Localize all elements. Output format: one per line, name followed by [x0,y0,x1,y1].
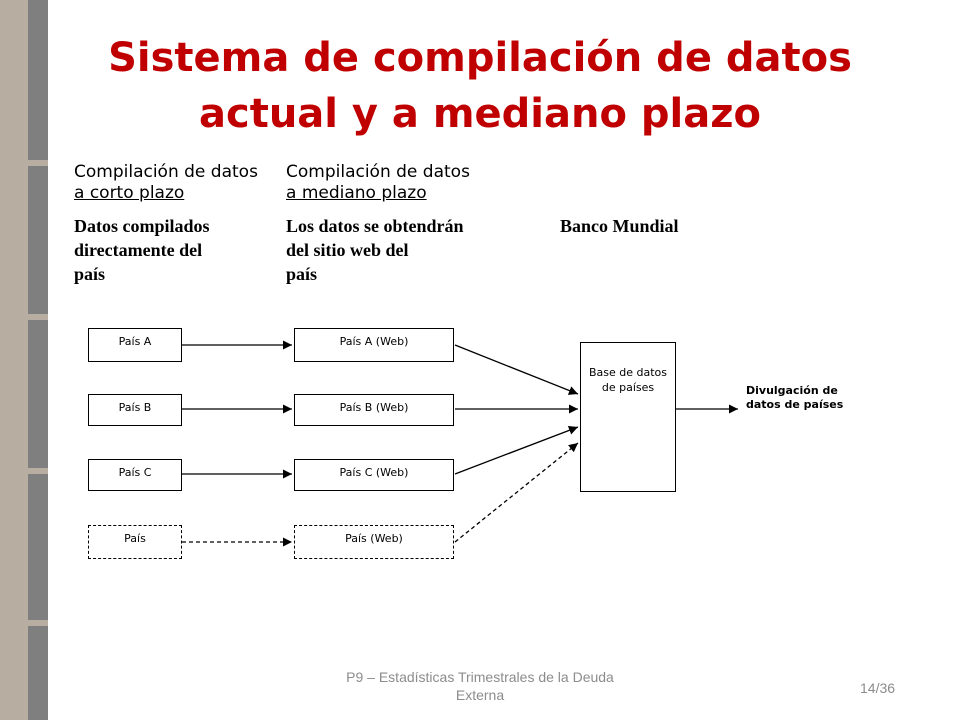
strip-separator [28,468,48,474]
arrow-web-a-to-db [454,344,579,395]
country-b-web-label: País B (Web) [339,401,409,414]
slide-title: Sistema de compilación de datos actual y… [60,30,900,142]
medium-term-desc-line-1: Los datos se obtendrán [286,216,464,236]
database-label: Base de datos de países [588,366,668,394]
short-term-desc-line-1: Datos compilados [74,216,210,236]
country-generic-box: País [88,525,182,559]
country-generic-label: País [124,532,146,545]
arrow-web-country-to-db [454,442,579,543]
country-c-box: País C [88,459,182,491]
strip-separator [28,314,48,320]
country-a-web-box: País A (Web) [294,328,454,362]
country-b-web-box: País B (Web) [294,394,454,426]
medium-term-heading: Compilación de datos a mediano plazo [286,162,470,204]
page-number: 14/36 [860,680,896,696]
strip-separator [28,160,48,166]
country-c-web-box: País C (Web) [294,459,454,491]
medium-term-description: Los datos se obtendrán del sitio web del… [286,214,464,286]
short-term-heading: Compilación de datos a corto plazo [74,162,258,204]
medium-term-heading-line-2: a mediano plazo [286,183,427,203]
output-label: Divulgación de datos de países [746,384,844,411]
country-c-label: País C [118,466,152,479]
world-bank-label: Banco Mundial [560,216,679,236]
short-term-heading-line-1: Compilación de datos [74,162,258,182]
medium-term-desc-line-3: país [286,264,318,284]
title-line-1: Sistema de compilación de datos [108,35,852,81]
country-a-box: País A [88,328,182,362]
database-box: Base de datos de países [580,342,676,492]
country-a-label: País A [118,335,152,348]
medium-term-heading-line-1: Compilación de datos [286,162,470,182]
sidebar-strip [28,0,48,720]
medium-term-desc-line-2: del sitio web del [286,240,409,260]
short-term-desc-line-3: país [74,264,106,284]
country-b-box: País B [88,394,182,426]
footer-text: P9 – Estadísticas Trimestrales de la Deu… [346,669,614,703]
title-line-2: actual y a mediano plazo [199,91,761,137]
country-c-web-label: País C (Web) [339,466,409,479]
country-generic-web-box: País (Web) [294,525,454,559]
world-bank-description: Banco Mundial [560,214,679,238]
short-term-desc-line-2: directamente del [74,240,203,260]
short-term-description: Datos compilados directamente del país [74,214,210,286]
arrow-web-c-to-db [454,425,579,475]
sidebar-decoration [0,0,48,720]
country-a-web-label: País A (Web) [339,335,409,348]
country-generic-web-label: País (Web) [345,532,403,545]
strip-separator [28,620,48,626]
short-term-heading-line-2: a corto plazo [74,183,185,203]
country-b-label: País B [118,401,152,414]
